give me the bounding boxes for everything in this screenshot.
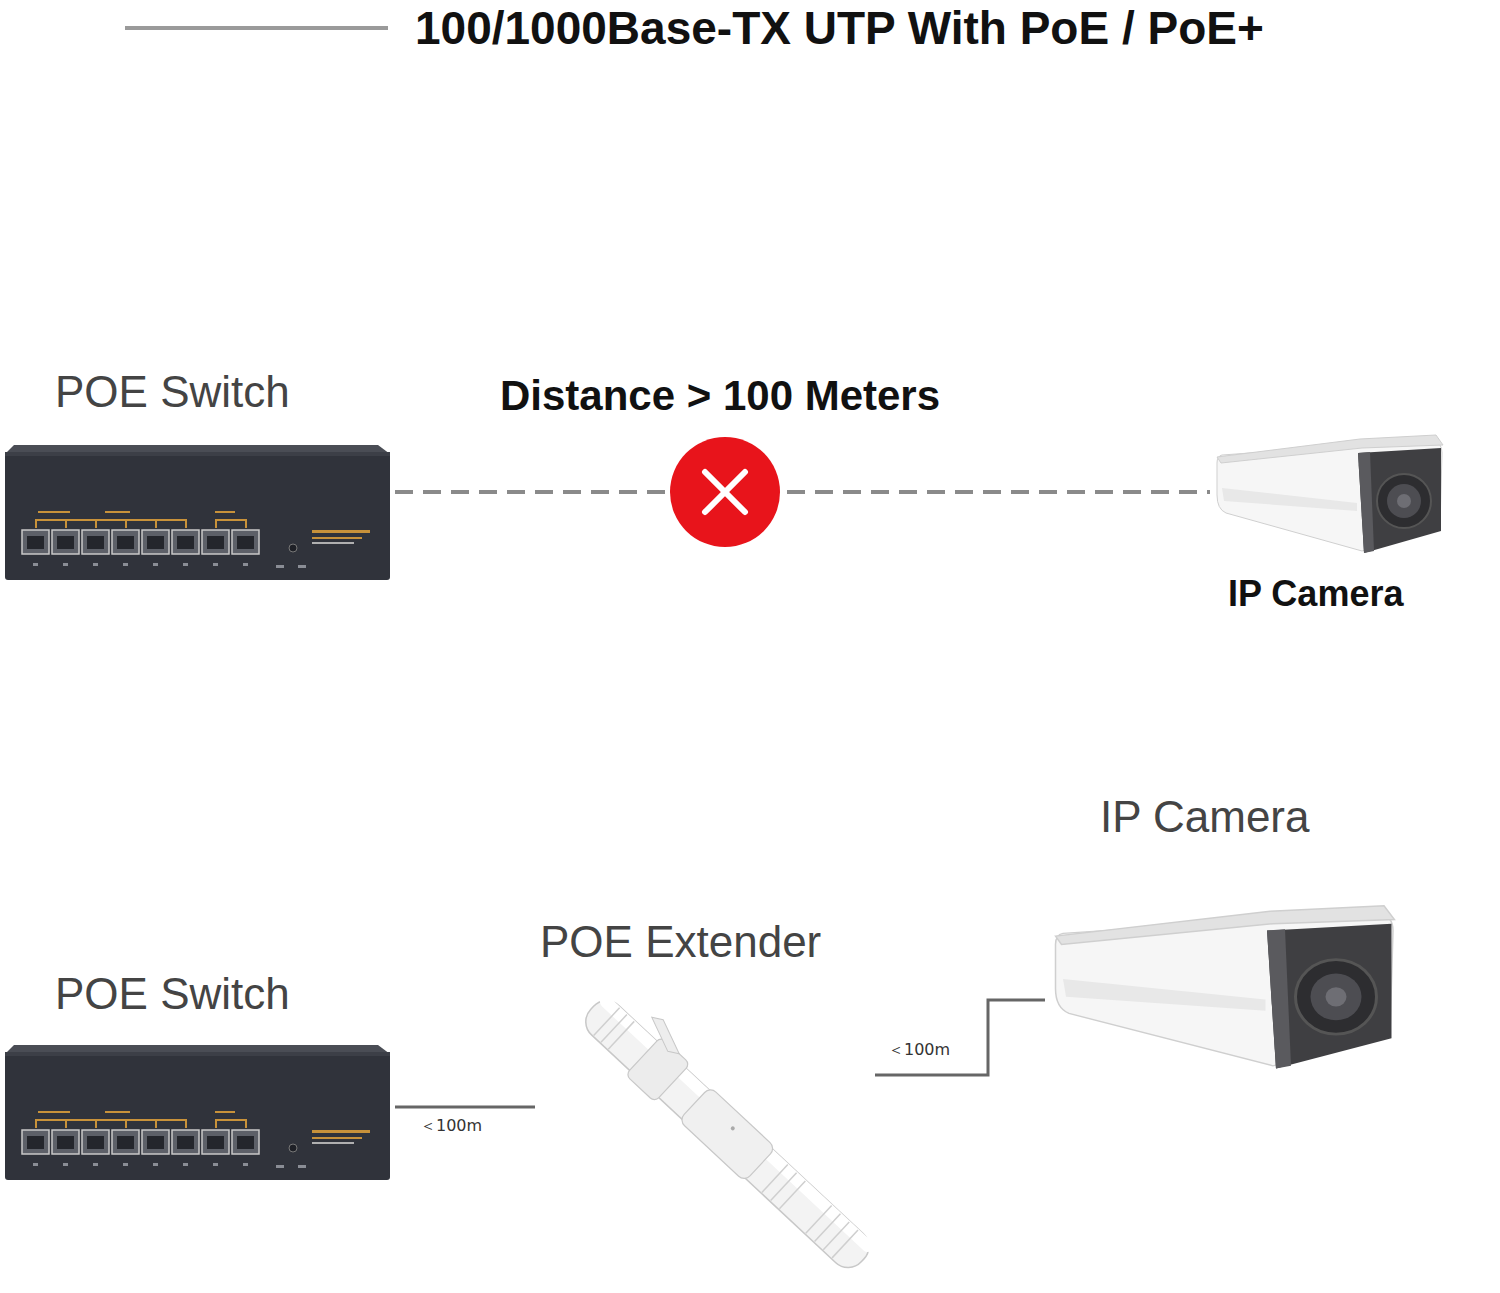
camera-illustration bbox=[1056, 906, 1395, 1069]
switch-node: POE Switch bbox=[5, 365, 395, 583]
edge-label: Distance > 100 Meters bbox=[498, 372, 942, 420]
cable-connector bbox=[875, 1000, 1045, 1075]
cable-connector bbox=[395, 490, 1210, 494]
extender-illustration bbox=[574, 979, 890, 1280]
cable-connector bbox=[395, 1106, 535, 1109]
camera-node: IP Camera bbox=[1210, 430, 1445, 620]
node-label: IP Camera bbox=[1228, 573, 1403, 614]
node-label: POE Switch bbox=[55, 367, 290, 418]
camera-illustration bbox=[1217, 435, 1443, 553]
edge-label: ＜100m bbox=[886, 1041, 952, 1059]
diagram-title: 100/1000Base-TX UTP With PoE / PoE+ bbox=[415, 2, 1264, 55]
node-label: POE Switch bbox=[55, 969, 290, 1020]
fail-mark bbox=[670, 437, 780, 547]
node-label: POE Extender bbox=[540, 917, 821, 968]
switch-illustration bbox=[5, 445, 390, 580]
node-label: IP Camera bbox=[1100, 792, 1310, 843]
switch-node: POE Switch bbox=[5, 965, 395, 1183]
edge-label: ＜100m bbox=[418, 1117, 484, 1135]
switch-illustration bbox=[5, 1045, 390, 1180]
title-rule bbox=[125, 26, 388, 30]
extender-node: POE Extender bbox=[535, 915, 875, 1275]
camera-node: IP Camera bbox=[1045, 790, 1400, 1080]
